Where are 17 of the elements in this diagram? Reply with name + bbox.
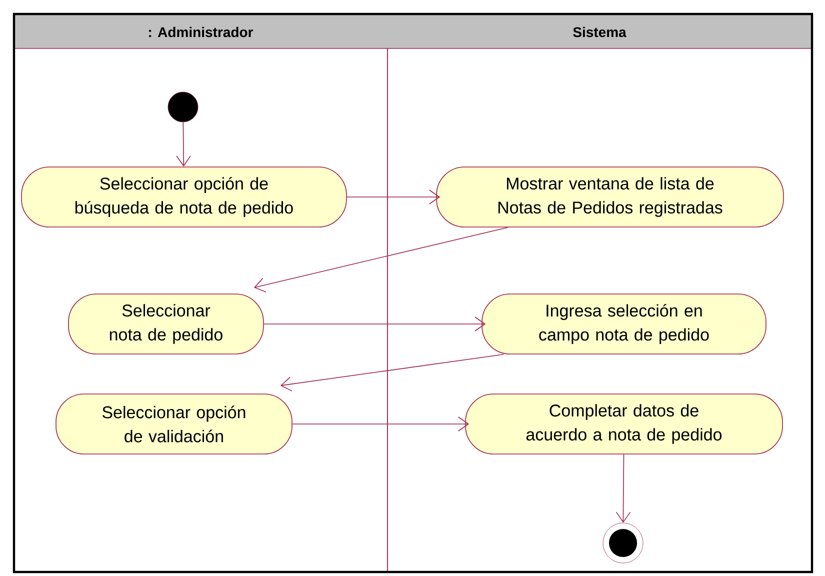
node-label: Sistema xyxy=(573,26,626,38)
activity-box: Seleccionar opción de búsqueda de nota de pedido xyxy=(21,166,347,228)
arrow xyxy=(264,316,486,332)
initial-node xyxy=(168,92,198,122)
activity-box: Completar datos de acuerdo a nota de pedido xyxy=(465,394,783,454)
arrow xyxy=(176,122,191,167)
activity-box: Mostrar ventana de lista de Notas de Pedidos registradas xyxy=(436,166,784,228)
activity-box: Ingresa selección en campo nota de pedido xyxy=(482,294,766,354)
arrow xyxy=(280,354,504,392)
arrow xyxy=(292,416,470,432)
activity-box: Seleccionar opción de validación xyxy=(56,394,292,454)
arrow xyxy=(254,227,508,292)
activity-box: Seleccionar nota de pedido xyxy=(68,294,264,354)
arrow xyxy=(616,454,631,523)
node-label: : Administrador xyxy=(149,26,254,38)
arrow xyxy=(346,190,440,204)
final-node xyxy=(602,522,644,564)
